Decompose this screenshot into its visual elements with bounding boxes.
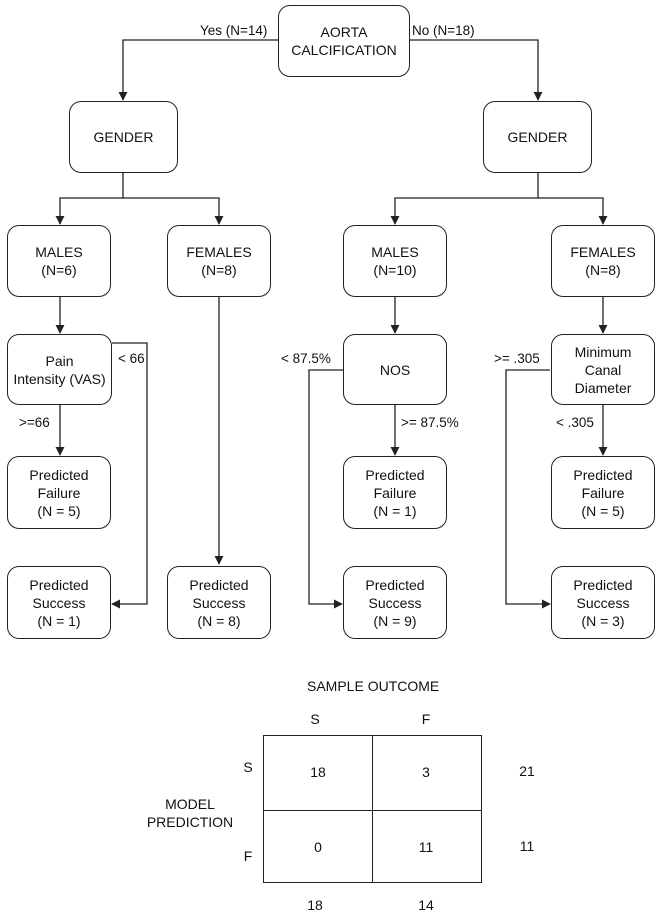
node-text: Predicted [29, 576, 89, 593]
node-minimum-canal-diameter: Minimum Canal Diameter [551, 334, 655, 405]
node-text: CALCIFICATION [291, 42, 397, 58]
node-right-females: FEMALES (N=8) [551, 225, 655, 297]
matrix-row-label-f: F [243, 848, 253, 864]
node-mcd-failure: Predicted Failure (N = 5) [551, 456, 655, 529]
matrix-cell-sf: 3 [422, 764, 430, 780]
node-text: Diameter [574, 379, 632, 396]
node-text: (N=8) [585, 262, 621, 278]
node-nos-success: Predicted Success (N = 9) [343, 566, 447, 639]
matrix-row-label-s: S [243, 759, 253, 775]
node-right-males: MALES (N=10) [343, 225, 447, 297]
node-text: Pain [45, 352, 74, 369]
node-left-failure: Predicted Failure (N = 5) [7, 456, 111, 529]
node-left-males-success: Predicted Success (N = 1) [7, 566, 111, 639]
node-text: Predicted [29, 466, 89, 483]
node-text: (N = 5) [37, 502, 81, 519]
node-text: (N=8) [201, 262, 237, 278]
node-text: MALES [371, 244, 419, 260]
node-aorta-calcification: AORTA CALCIFICATION [278, 5, 410, 77]
node-text: Predicted [189, 576, 249, 593]
label-pain-ge: >=66 [19, 415, 50, 430]
node-text: (N = 5) [581, 502, 625, 519]
matrix-row-title-line: PREDICTION [146, 814, 234, 830]
edge-root-no [410, 39, 543, 101]
matrix-row-title-line: MODEL [165, 796, 215, 812]
label-no: No (N=18) [412, 23, 475, 38]
matrix-col-total-s: 18 [307, 897, 323, 913]
node-text: FEMALES [186, 244, 252, 260]
node-text: Predicted [573, 576, 633, 593]
node-text: Predicted [365, 466, 425, 483]
label-mcd-ge: >= .305 [494, 351, 540, 366]
node-text: MALES [35, 244, 83, 260]
node-text: (N=10) [373, 262, 417, 278]
node-gender-right: GENDER [483, 101, 592, 173]
node-text: (N = 1) [373, 502, 417, 519]
node-text: NOS [379, 361, 411, 378]
edge-mcd-success [505, 369, 551, 609]
node-text: Intensity (VAS) [13, 370, 106, 387]
matrix-cell-ss: 18 [310, 764, 326, 780]
matrix-cell-ff: 11 [418, 839, 434, 855]
node-text: Success [192, 594, 246, 611]
node-text: Success [32, 594, 86, 611]
node-text: GENDER [93, 129, 154, 145]
label-yes: Yes (N=14) [200, 23, 268, 38]
node-text: (N = 9) [373, 612, 417, 629]
node-text: AORTA [320, 24, 368, 40]
node-text: (N = 8) [197, 612, 241, 629]
matrix-divider-vertical [372, 736, 374, 882]
node-text: Canal [584, 361, 622, 378]
edge-gender-left-females [123, 197, 224, 225]
node-text: Minimum [574, 343, 632, 360]
node-pain-intensity: Pain Intensity (VAS) [7, 334, 112, 405]
label-nos-lt: < 87.5% [281, 351, 331, 366]
edge-gender-left-split [55, 173, 124, 225]
edge-pain-success [111, 342, 148, 609]
node-text: (N=6) [41, 262, 77, 278]
matrix-cell-fs: 0 [314, 839, 322, 855]
edge-gender-right-females [538, 197, 608, 225]
matrix-col-label-s: S [310, 711, 320, 727]
node-gender-left: GENDER [69, 101, 178, 173]
node-mcd-success: Predicted Success (N = 3) [551, 566, 655, 639]
node-text: Failure [37, 484, 81, 501]
node-text: Success [576, 594, 630, 611]
node-text: Failure [373, 484, 417, 501]
node-text: (N = 3) [581, 612, 625, 629]
confusion-matrix: 18 3 0 11 [263, 735, 482, 883]
edge-gender-right-split [390, 173, 539, 225]
matrix-row-total-f: 11 [519, 838, 535, 854]
node-text: FEMALES [570, 244, 636, 260]
edge-root-yes [118, 39, 278, 101]
node-nos-failure: Predicted Failure (N = 1) [343, 456, 447, 529]
matrix-row-title: MODEL PREDICTION [140, 795, 240, 831]
node-left-females: FEMALES (N=8) [167, 225, 271, 297]
label-mcd-lt: < .305 [556, 415, 594, 430]
node-text: (N = 1) [37, 612, 81, 629]
node-text: GENDER [507, 129, 568, 145]
matrix-col-label-f: F [421, 711, 431, 727]
label-pain-lt: < 66 [118, 351, 145, 366]
node-left-males: MALES (N=6) [7, 225, 111, 297]
matrix-row-total-s: 21 [519, 763, 535, 779]
edge-nos-success [308, 369, 343, 609]
matrix-title: SAMPLE OUTCOME [307, 678, 440, 694]
node-text: Failure [581, 484, 625, 501]
matrix-col-total-f: 14 [418, 897, 434, 913]
label-nos-ge: >= 87.5% [401, 415, 459, 430]
node-text: Success [368, 594, 422, 611]
node-text: Predicted [365, 576, 425, 593]
node-text: Predicted [573, 466, 633, 483]
matrix-divider-horizontal [264, 810, 481, 812]
node-left-females-success: Predicted Success (N = 8) [167, 566, 271, 639]
node-nos: NOS [343, 334, 447, 405]
